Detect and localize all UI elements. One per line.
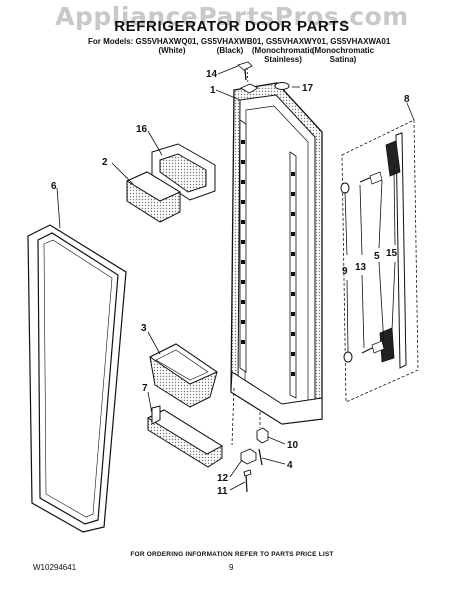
callout-7: 7	[142, 383, 148, 394]
bottom-hinge-parts	[240, 427, 269, 493]
door-gasket	[27, 224, 127, 533]
callout-15: 15	[386, 248, 398, 259]
callout-16: 16	[136, 124, 148, 135]
ordering-note: FOR ORDERING INFORMATION REFER TO PARTS …	[130, 551, 334, 558]
plug-cap	[274, 82, 290, 90]
color-white: (White)	[150, 46, 194, 55]
callout-9: 9	[342, 266, 348, 277]
callout-17: 17	[302, 83, 314, 94]
callout-5: 5	[374, 251, 380, 262]
color-black: (Black)	[208, 46, 252, 55]
leader-lines	[56, 65, 415, 491]
liner-dimples	[241, 140, 295, 376]
callout-13: 13	[355, 262, 367, 273]
handle-assembly	[340, 119, 419, 403]
callout-1: 1	[210, 85, 216, 96]
color-mono-stainless: (Monochromatic Stainless)	[250, 46, 316, 64]
page-title: REFRIGERATOR DOOR PARTS	[114, 18, 350, 35]
color-label: Stainless)	[264, 55, 302, 64]
color-label: Satina)	[329, 55, 357, 64]
callout-2: 2	[102, 157, 108, 168]
door-bin-upper	[149, 343, 219, 408]
color-label: (Monochromatic	[311, 46, 375, 55]
color-label: (White)	[158, 46, 186, 55]
callout-3: 3	[141, 323, 147, 334]
color-mono-satina: (Monochromatic Satina)	[310, 46, 376, 64]
screw-top	[237, 61, 253, 81]
models-line: For Models: GS5VHAXWQ01, GS5VHAXWB01, GS…	[88, 37, 391, 46]
dairy-door	[125, 171, 182, 223]
callouts: 14 1 17 16 2 6 8 9 13 5 15 3 7 10 4 12 1…	[51, 69, 410, 497]
callout-12: 12	[217, 473, 229, 484]
callout-6: 6	[51, 181, 57, 192]
page-number: 9	[229, 563, 234, 572]
door-assembly	[230, 82, 323, 425]
callout-11: 11	[217, 486, 228, 497]
door-bin-lower	[146, 405, 224, 468]
document-number: W10294641	[33, 563, 77, 572]
watermark: AppliancePartsPros.com	[55, 2, 409, 31]
color-label: (Monochromatic	[251, 46, 315, 55]
callout-10: 10	[287, 440, 299, 451]
color-label: (Black)	[216, 46, 244, 55]
callout-4: 4	[287, 460, 293, 471]
callout-8: 8	[404, 94, 410, 105]
callout-14: 14	[206, 69, 218, 80]
